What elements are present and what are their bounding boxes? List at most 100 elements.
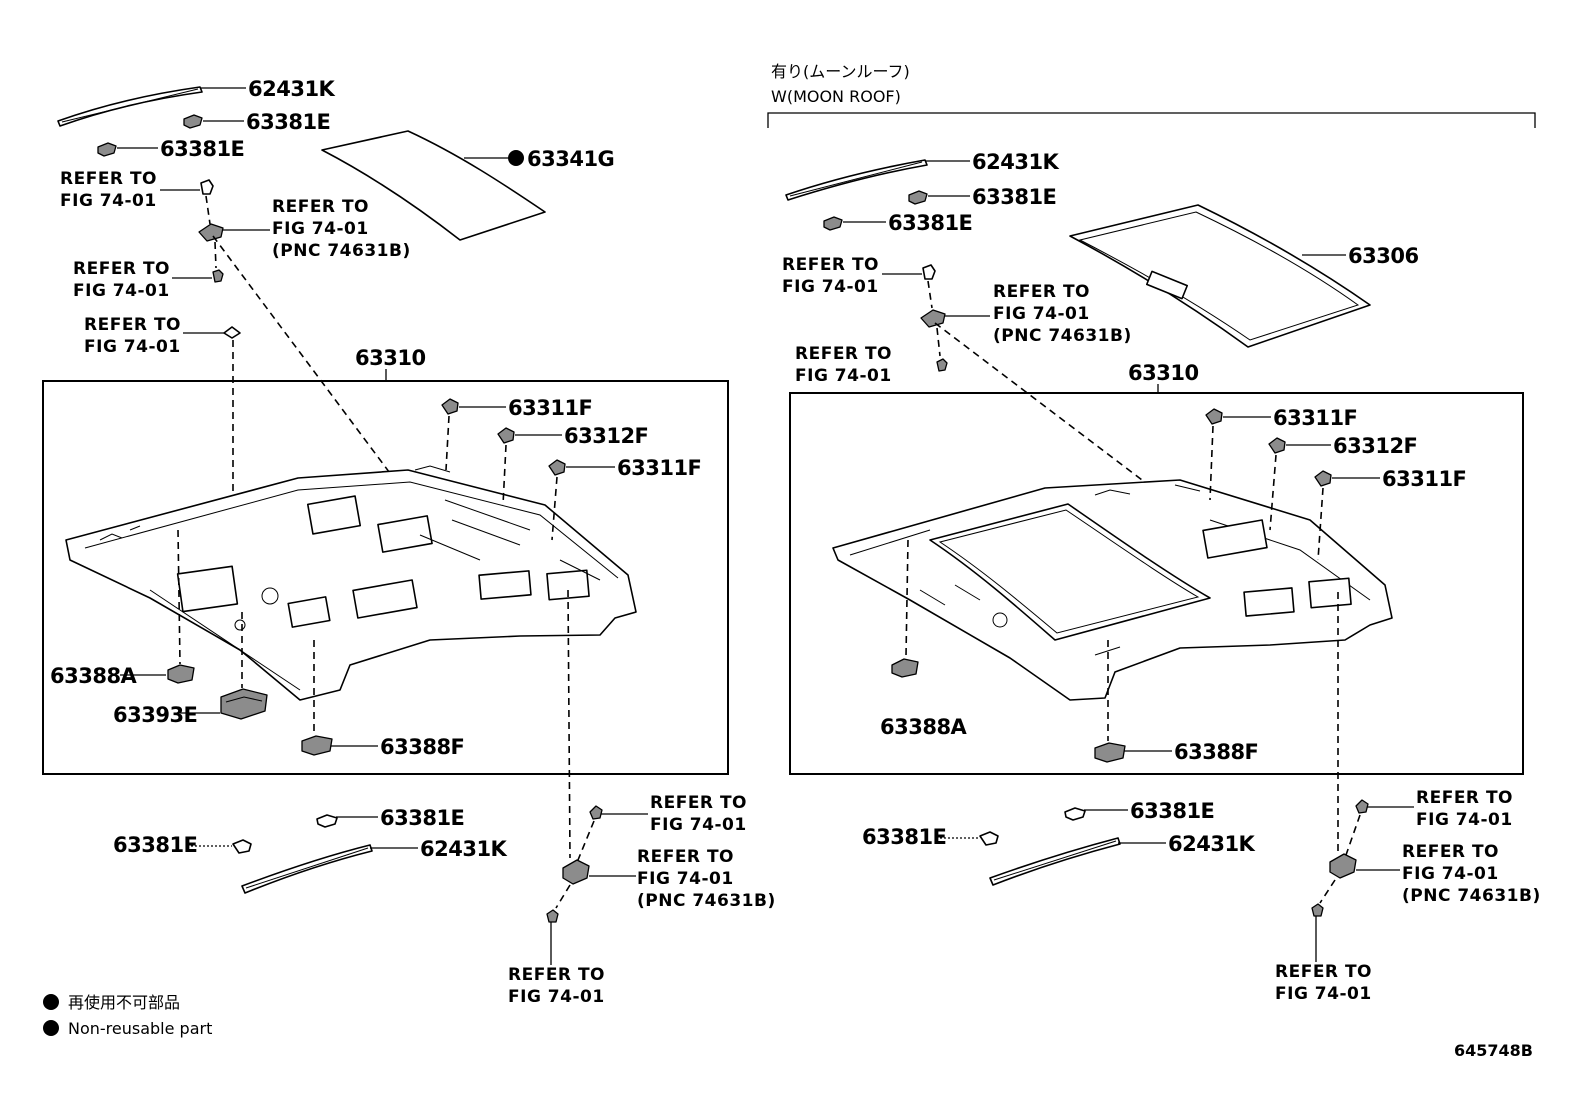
clip-icon-63381E-b-right [823, 216, 843, 231]
label-63306: 63306 [1348, 244, 1419, 268]
roof-panel-63341G [321, 130, 546, 241]
label-63381E-a-right: 63381E [972, 185, 1056, 209]
refer-to-6: REFER TO [637, 847, 734, 867]
headliner-moonroof-right [832, 479, 1393, 701]
label-63381E-c: 63381E [380, 806, 464, 830]
refer-to-1-right: REFER TO [782, 255, 879, 275]
refer-to-1: REFER TO [60, 169, 157, 189]
clip-icon-63381E-d [232, 839, 252, 854]
label-63341G: 63341G [527, 147, 614, 171]
bracket-icon-1-right [920, 309, 946, 328]
roof-trim-strip-bottom-left [241, 844, 373, 894]
refer-to-2-fig: FIG 74-01 [272, 219, 369, 239]
refer-to-3: REFER TO [73, 259, 170, 279]
clip-icon-63381E-a [183, 114, 203, 129]
label-63310-left: 63310 [355, 346, 426, 370]
refer-to-6-right: REFER TO [1402, 842, 1499, 862]
label-63312F-right: 63312F [1333, 434, 1417, 458]
screw-icon-1-right [936, 358, 948, 372]
non-reusable-marker-icon [508, 150, 524, 166]
clip-icon-63381E-c-right [1064, 807, 1086, 821]
left-assembly: 62431K 63381E 63381E 63341G REFER TO FIG… [42, 77, 776, 1007]
refer-to-1-fig-right: FIG 74-01 [782, 277, 879, 297]
clip-icon-63388F-right [1094, 742, 1126, 763]
clip-icon-63312F [497, 427, 515, 444]
screw-icon-1 [212, 269, 224, 283]
roof-trim-strip-top-right [785, 159, 928, 201]
refer-to-2-right: REFER TO [993, 282, 1090, 302]
refer-to-3-fig-right: FIG 74-01 [795, 366, 892, 386]
refer-to-6-pnc-right: (PNC 74631B) [1402, 886, 1541, 906]
refer-to-4-fig: FIG 74-01 [84, 337, 181, 357]
refer-to-2-pnc-right: (PNC 74631B) [993, 326, 1132, 346]
legend-marker-icon-en [43, 1020, 59, 1036]
label-63310-right: 63310 [1128, 361, 1199, 385]
label-63381E-b-right: 63381E [888, 211, 972, 235]
clip-icon-63388A [167, 664, 195, 684]
legend: 再使用不可部品 Non-reusable part [43, 993, 212, 1038]
clip-icon-refer-4 [223, 326, 241, 339]
right-assembly: 有り(ムーンルーフ) W(MOON ROOF) 62431K 63381E 63… [767, 62, 1541, 1004]
bracket-icon-2 [562, 859, 590, 885]
bracket-icon-2-right [1329, 853, 1357, 879]
label-63311F-b: 63311F [617, 456, 701, 480]
refer-to-4: REFER TO [84, 315, 181, 335]
grommet-icon-2-right [1355, 799, 1369, 814]
variant-title-jp: 有り(ムーンルーフ) [771, 62, 910, 81]
grommet-icon-1 [200, 179, 214, 195]
refer-to-5: REFER TO [650, 793, 747, 813]
clip-icon-63381E-a-right [908, 190, 928, 205]
clip-icon-63311F-a [441, 398, 459, 415]
label-63388F: 63388F [380, 735, 464, 759]
figure-id: 645748B [1454, 1041, 1533, 1060]
label-62431K-top-right: 62431K [972, 150, 1060, 174]
refer-to-6-fig-right: FIG 74-01 [1402, 864, 1499, 884]
label-63381E-d: 63381E [113, 833, 197, 857]
refer-to-3-fig: FIG 74-01 [73, 281, 170, 301]
clip-icon-63311F-a-right [1205, 408, 1223, 425]
headliner-left [65, 465, 637, 701]
label-62431K-top: 62431K [248, 77, 336, 101]
bracket-icon-1 [198, 223, 224, 242]
refer-to-5-fig-right: FIG 74-01 [1416, 810, 1513, 830]
variant-title-en: W(MOON ROOF) [771, 87, 901, 106]
label-63388A-right: 63388A [880, 715, 968, 739]
refer-to-1-fig: FIG 74-01 [60, 191, 157, 211]
label-63388F-right: 63388F [1174, 740, 1258, 764]
screw-icon-2-right [1311, 903, 1324, 917]
clip-icon-63381E-d-right [979, 831, 999, 846]
label-63312F: 63312F [564, 424, 648, 448]
refer-to-7-right: REFER TO [1275, 962, 1372, 982]
label-63381E-a: 63381E [246, 110, 330, 134]
refer-to-5-right: REFER TO [1416, 788, 1513, 808]
legend-en: Non-reusable part [68, 1019, 212, 1038]
legend-marker-icon-jp [43, 994, 59, 1010]
refer-to-2-pnc: (PNC 74631B) [272, 241, 411, 261]
label-63311F-a: 63311F [508, 396, 592, 420]
clip-icon-63381E-c [316, 814, 338, 828]
legend-jp: 再使用不可部品 [68, 993, 180, 1012]
grommet-icon-1-right [922, 264, 936, 280]
label-62431K-bottom-right: 62431K [1168, 832, 1256, 856]
clip-icon-63381E-b [97, 142, 117, 157]
sunshade-assembly-63306 [1069, 204, 1371, 348]
screw-icon-2 [546, 909, 559, 923]
headliner-group-box-right [789, 392, 1524, 775]
refer-to-2-fig-right: FIG 74-01 [993, 304, 1090, 324]
label-63388A: 63388A [50, 664, 138, 688]
label-63381E-d-right: 63381E [862, 825, 946, 849]
refer-to-6-pnc: (PNC 74631B) [637, 891, 776, 911]
label-63381E-b: 63381E [160, 137, 244, 161]
refer-to-2: REFER TO [272, 197, 369, 217]
refer-to-3-right: REFER TO [795, 344, 892, 364]
refer-to-5-fig: FIG 74-01 [650, 815, 747, 835]
clip-icon-63311F-b-right [1314, 470, 1332, 487]
clip-icon-63388F [301, 735, 333, 756]
console-bracket-icon-63393E [220, 688, 268, 720]
variant-bracket [767, 112, 1536, 128]
refer-to-6-fig: FIG 74-01 [637, 869, 734, 889]
refer-to-7-fig-right: FIG 74-01 [1275, 984, 1372, 1004]
grommet-icon-2 [589, 805, 603, 820]
clip-icon-63311F-b [548, 459, 566, 476]
